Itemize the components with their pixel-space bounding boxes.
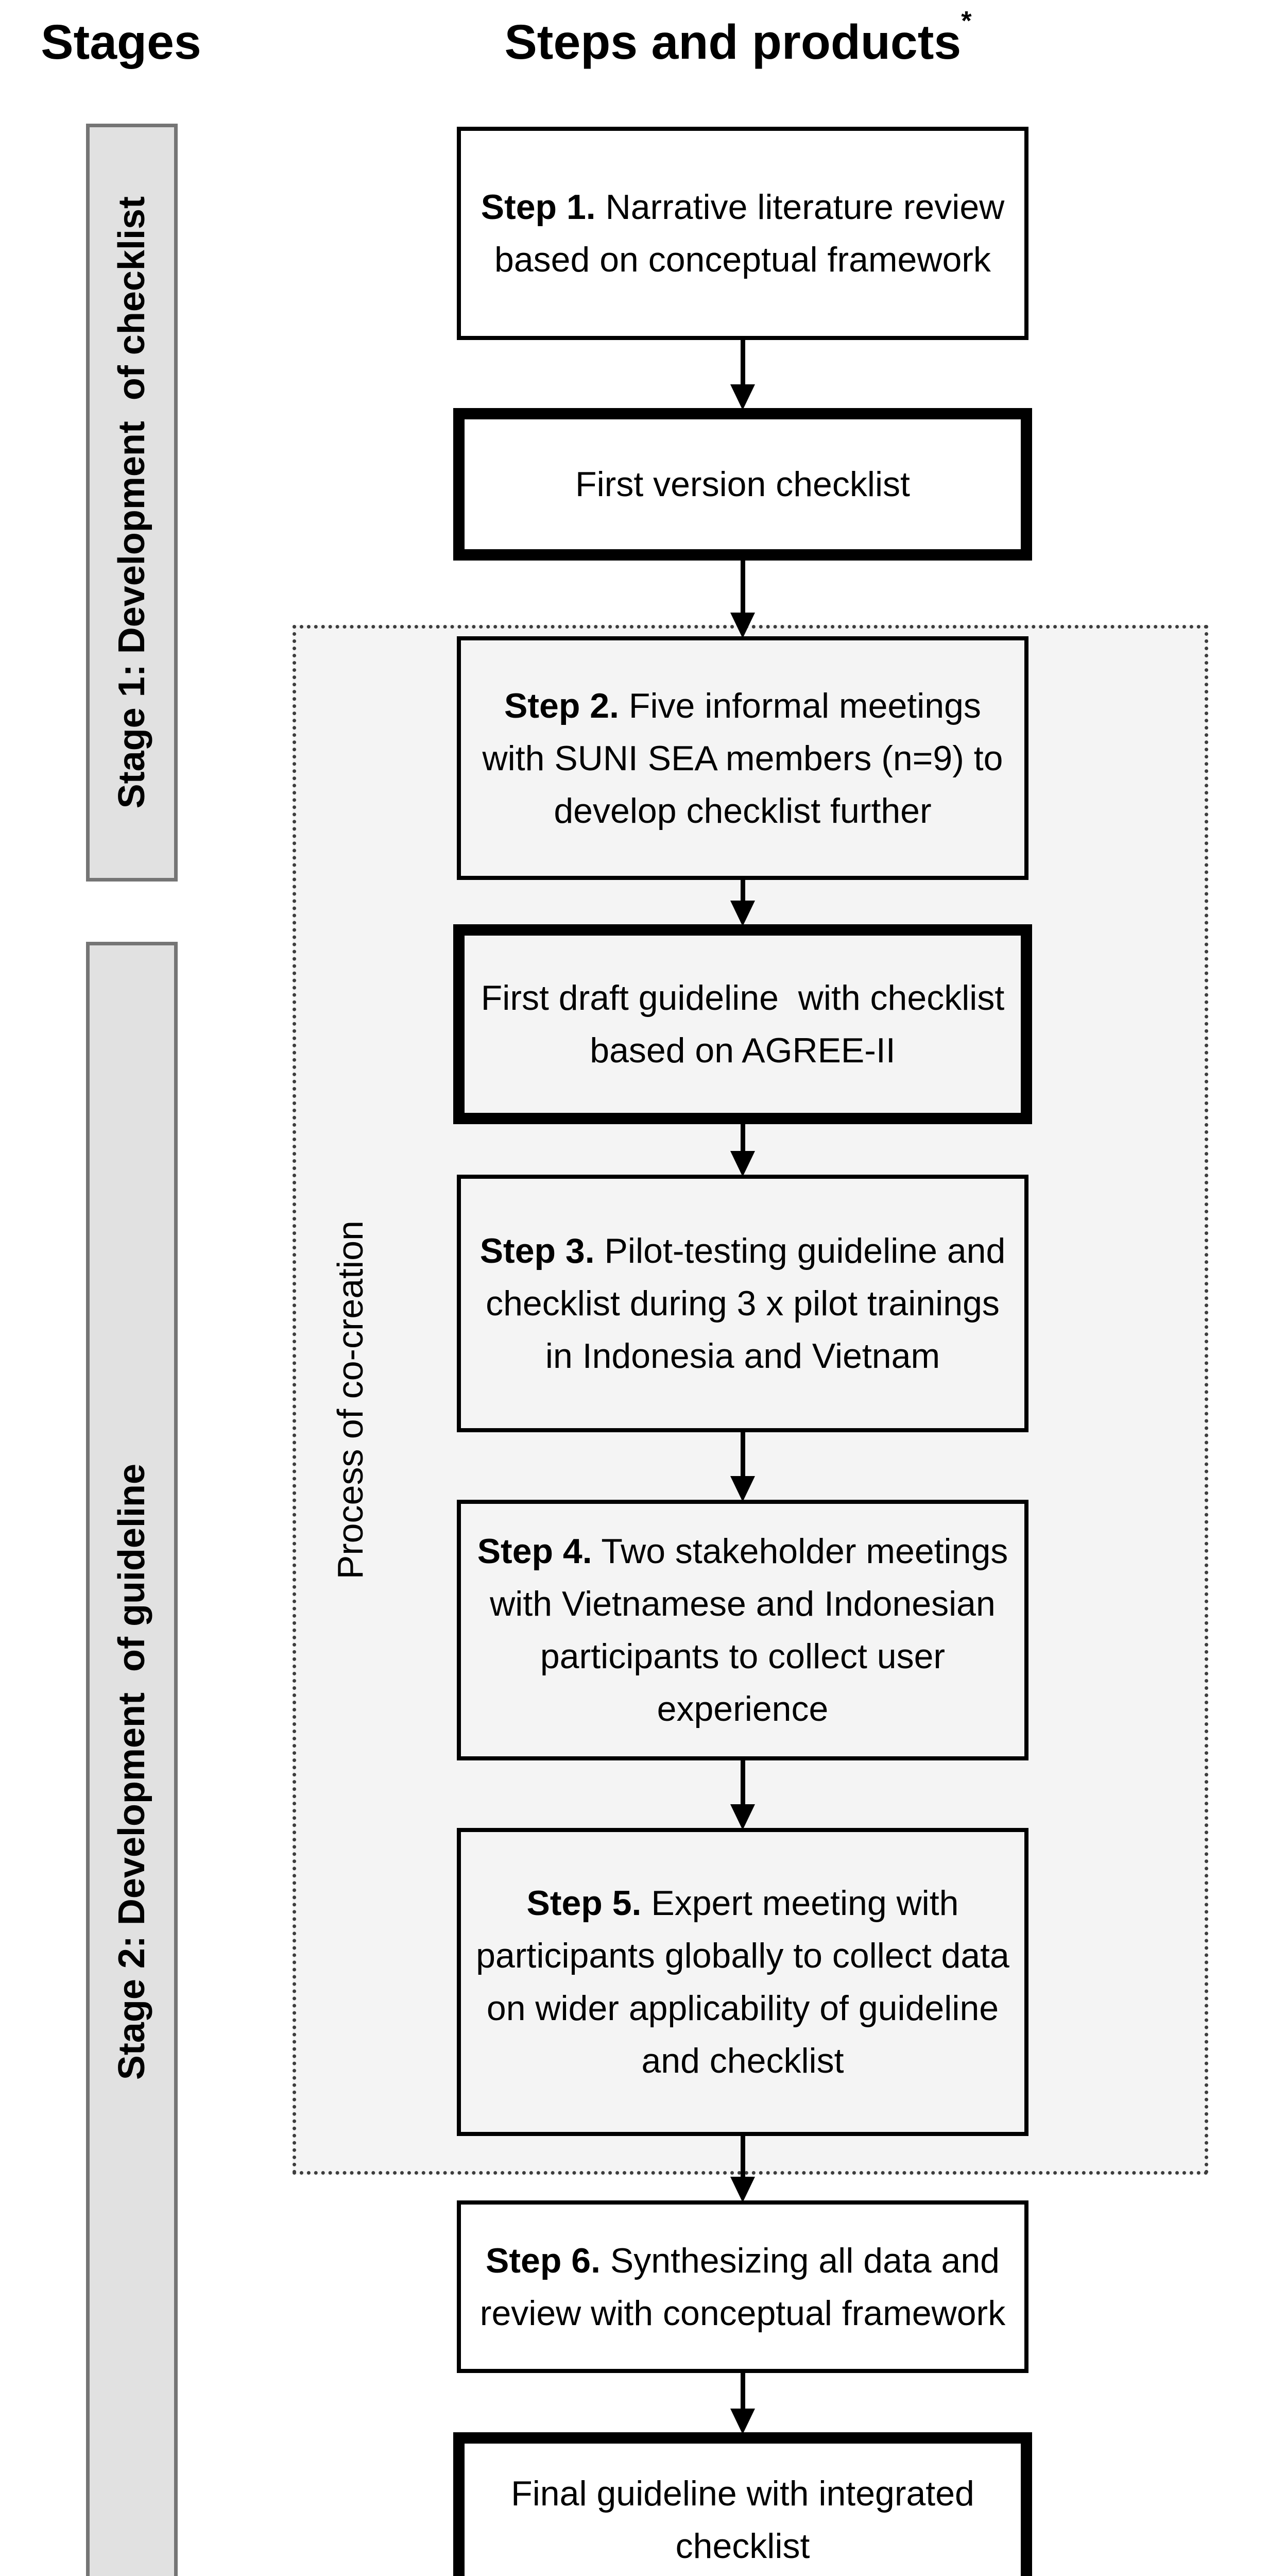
step-3-text: Step 3. Pilot-testing guideline and chec…	[461, 1225, 1024, 1382]
step-6-box: Step 6. Synthesizing all data and review…	[457, 2200, 1028, 2373]
step-2-text: Step 2. Five informal meetings with SUNI…	[461, 680, 1024, 837]
step-4-body: Two stakeholder meetings with Vietnamese…	[490, 1532, 1018, 1728]
product-box-first-version-checklist: First version checklist	[453, 408, 1032, 561]
step-6-prefix: Step 6.	[486, 2241, 601, 2280]
arrow-stem	[740, 558, 745, 613]
flow-arrow-3	[730, 878, 755, 926]
product-box-final-guideline: Final guideline with integrated checklis…	[453, 2432, 1032, 2576]
step-3-prefix: Step 3.	[479, 1231, 595, 1270]
arrow-down-icon	[730, 2177, 755, 2202]
arrow-stem	[740, 2134, 745, 2177]
flow-arrow-4	[730, 1122, 755, 1177]
step-5-prefix: Step 5.	[526, 1884, 642, 1923]
column-header-steps: Steps and products*	[478, 8, 998, 71]
step-1-box: Step 1. Narrative literature review base…	[457, 127, 1028, 340]
step-1-text: Step 1. Narrative literature review base…	[461, 181, 1024, 286]
stage-2-bar: Stage 2: Development of guideline	[86, 942, 178, 2576]
stage-1-bar: Stage 1: Development of checklist	[86, 124, 178, 882]
step-4-box: Step 4. Two stakeholder meetings with Vi…	[457, 1500, 1028, 1760]
flow-arrow-1	[730, 339, 755, 410]
arrow-down-icon	[730, 1804, 755, 1830]
step-2-box: Step 2. Five informal meetings with SUNI…	[457, 636, 1028, 880]
step-6-body: Synthesizing all data and review with co…	[479, 2241, 1009, 2333]
flow-arrow-8	[730, 2371, 755, 2434]
step-5-box: Step 5. Expert meeting with participants…	[457, 1828, 1028, 2136]
flow-arrow-5	[730, 1430, 755, 1502]
step-4-text: Step 4. Two stakeholder meetings with Vi…	[461, 1525, 1024, 1735]
product-box-first-draft-guideline: First draft guideline with checklist bas…	[453, 924, 1032, 1124]
step-2-body: Five informal meetings with SUNI SEA mem…	[482, 686, 1013, 831]
arrow-stem	[740, 1122, 745, 1151]
arrow-stem	[740, 2371, 745, 2409]
arrow-down-icon	[730, 613, 755, 638]
flow-arrow-2	[730, 558, 755, 638]
step-4-prefix: Step 4.	[477, 1532, 592, 1571]
arrow-down-icon	[730, 1151, 755, 1177]
step-3-box: Step 3. Pilot-testing guideline and chec…	[457, 1175, 1028, 1432]
step-1-body: Narrative literature review based on con…	[494, 188, 1015, 279]
steps-header-text: Steps and products	[504, 15, 962, 70]
product-1-text: First version checklist	[575, 465, 910, 504]
flow-arrow-7	[730, 2134, 755, 2202]
arrow-stem	[740, 339, 745, 384]
arrow-down-icon	[730, 1476, 755, 1502]
step-3-body: Pilot-testing guideline and checklist du…	[486, 1231, 1016, 1376]
arrow-down-icon	[730, 384, 755, 410]
co-creation-label: Process of co-creation	[330, 1220, 370, 1580]
product-3-text: Final guideline with integrated checklis…	[511, 2473, 984, 2566]
arrow-stem	[740, 878, 745, 901]
column-header-stages: Stages	[41, 15, 201, 70]
co-creation-label-wrap: Process of co-creation	[309, 625, 391, 2175]
step-2-prefix: Step 2.	[504, 686, 620, 725]
arrow-down-icon	[730, 901, 755, 926]
step-6-text: Step 6. Synthesizing all data and review…	[461, 2234, 1024, 2340]
arrow-down-icon	[730, 2409, 755, 2434]
stage-2-label: Stage 2: Development of guideline	[111, 1463, 152, 2080]
footnote-asterisk: *	[961, 6, 972, 36]
product-2-text: First draft guideline with checklist bas…	[481, 978, 1015, 1070]
arrow-stem	[740, 1758, 745, 1804]
step-1-prefix: Step 1.	[481, 188, 596, 227]
co-creation-region	[293, 625, 1208, 2175]
step-5-body: Expert meeting with participants globall…	[476, 1884, 1019, 2080]
arrow-stem	[740, 1430, 745, 1476]
flow-arrow-6	[730, 1758, 755, 1830]
step-5-text: Step 5. Expert meeting with participants…	[461, 1877, 1024, 2087]
stage-1-label: Stage 1: Development of checklist	[111, 196, 152, 809]
